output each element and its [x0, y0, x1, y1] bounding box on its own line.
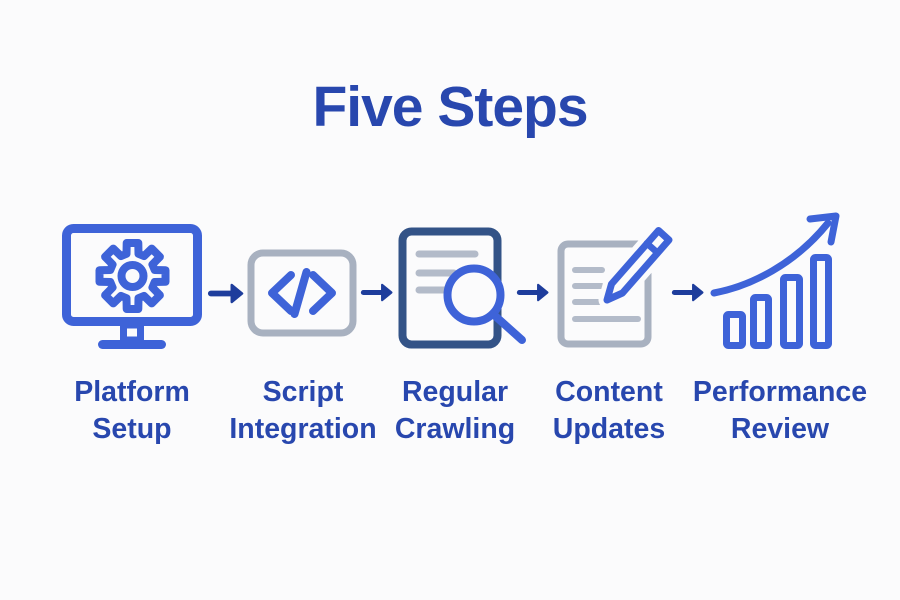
document-search-icon — [398, 227, 526, 349]
arrow-right-icon — [671, 283, 704, 302]
step-label-script-integration: Script Integration — [183, 374, 423, 448]
document-edit-icon — [557, 226, 674, 348]
arrow-right-icon — [360, 283, 393, 302]
step-label-line: Review — [730, 413, 830, 445]
growth-chart-icon — [710, 212, 840, 349]
page-title: Five Steps — [312, 75, 588, 139]
step-label-line: Content — [555, 376, 663, 408]
step-label-performance-review: Performance Review — [660, 374, 900, 448]
step-label-line: Setup — [92, 413, 172, 445]
step-label-line: Platform — [74, 376, 190, 408]
step-label-content-updates: Content Updates — [489, 374, 729, 448]
step-label-line: Integration — [229, 413, 377, 445]
step-label-line: Updates — [552, 413, 666, 445]
monitor-gear-icon — [62, 224, 202, 349]
step-label-platform-setup: Platform Setup — [12, 374, 252, 448]
step-label-line: Script — [262, 376, 344, 408]
step-label-regular-crawling: Regular Crawling — [335, 374, 575, 448]
arrow-right-icon — [207, 283, 244, 304]
step-label-line: Regular — [401, 376, 509, 408]
code-tag-icon — [247, 249, 357, 337]
step-label-line: Performance — [692, 376, 868, 408]
step-label-line: Crawling — [394, 413, 516, 445]
arrow-right-icon — [516, 283, 549, 302]
